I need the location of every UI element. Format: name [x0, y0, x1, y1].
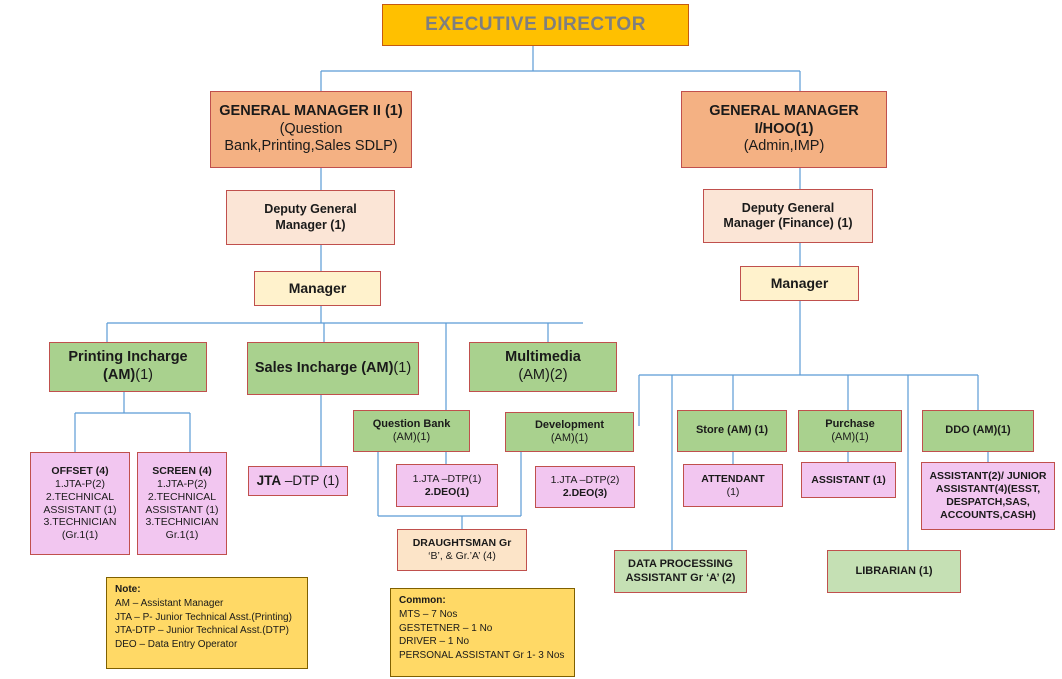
dev-staff-line2: 2.DEO(3) [562, 487, 608, 499]
ddo-staff-line3: DESPATCH,SAS, [946, 496, 1030, 508]
purchase-box: Purchase (AM)(1) [798, 410, 902, 452]
note-line: JTA-DTP – Junior Technical Asst.(DTP) [115, 625, 289, 637]
gm1-line2: I/HOO(1) [754, 120, 814, 137]
offset-line4: 3.TECHNICIAN [43, 516, 117, 529]
multimedia-line2: (AM)(2) [518, 367, 568, 383]
ddo-box: DDO (AM)(1) [922, 410, 1034, 452]
dgm-right-line1: Deputy General [741, 200, 835, 215]
screen-title: SCREEN (4) [152, 465, 212, 478]
common-line: DRIVER – 1 No [399, 636, 470, 648]
gm1-line3: (Admin,IMP) [743, 138, 825, 155]
offset-box: OFFSET (4) 1.JTA-P(2) 2.TECHNICAL ASSIST… [30, 452, 130, 555]
screen-box: SCREEN (4) 1.JTA-P(2) 2.TECHNICAL ASSIST… [137, 452, 227, 555]
question-bank-staff-box: 1.JTA –DTP(1) 2.DEO(1) [396, 464, 498, 507]
purchase-line2: (AM)(1) [831, 431, 869, 443]
dgm-left-line2: Manager (1) [275, 217, 346, 232]
offset-line2: 2.TECHNICAL [45, 490, 115, 503]
attendant-box: ATTENDANT (1) [683, 464, 783, 507]
screen-line1: 1.JTA-P(2) [157, 477, 207, 490]
manager-right-box: Manager [740, 266, 859, 301]
dgm-right-line2: Manager (Finance) (1) [723, 216, 853, 230]
attendant-line2: (1) [726, 485, 740, 498]
multimedia-box: Multimedia (AM)(2) [469, 342, 617, 392]
purchase-assistant-label: ASSISTANT (1) [811, 473, 886, 486]
sales-incharge-box: Sales Incharge (AM)(1) [247, 342, 419, 395]
ddo-staff-line4: ACCOUNTS,CASH) [940, 508, 1036, 521]
manager-left-label: Manager [288, 279, 347, 296]
screen-line3: ASSISTANT (1) [145, 503, 219, 516]
store-label: Store (AM) (1) [695, 424, 769, 437]
gm1-title: GENERAL MANAGER [709, 102, 859, 119]
qb-staff-line2: 2.DEO(1) [424, 485, 470, 498]
executive-director-box: EXECUTIVE DIRECTOR [382, 4, 689, 46]
draughtsman-line1: DRAUGHTSMAN Gr [412, 537, 512, 550]
screen-line5: Gr.1(1) [165, 529, 199, 542]
printing-incharge-line1: Printing Incharge [68, 349, 188, 366]
common-line: MTS – 7 Nos [399, 608, 458, 620]
development-box: Development (AM)(1) [505, 412, 634, 452]
attendant-line1: ATTENDANT [701, 472, 765, 485]
ddo-label: DDO (AM)(1) [945, 424, 1011, 437]
screen-line4: 3.TECHNICIAN [145, 516, 219, 529]
sales-incharge-label: Sales Incharge (AM)(1) [254, 359, 412, 376]
printing-incharge-line2: (AM)(1) [103, 367, 153, 383]
offset-title: OFFSET (4) [51, 465, 109, 478]
draughtsman-line2: ‘B’, & Gr.’A’ (4) [428, 550, 496, 562]
ddo-staff-line1: ASSISTANT(2)/ JUNIOR [929, 470, 1047, 483]
common-line: PERSONAL ASSISTANT Gr 1- 3 Nos [399, 650, 565, 662]
ddo-staff-box: ASSISTANT(2)/ JUNIOR ASSISTANT(4)(ESST, … [921, 462, 1055, 530]
dev-staff-line1: 1.JTA –DTP(2) [550, 474, 620, 487]
question-bank-box: Question Bank (AM)(1) [353, 410, 470, 452]
offset-line1: 1.JTA-P(2) [55, 477, 105, 490]
question-bank-line1: Question Bank [372, 417, 451, 430]
development-staff-box: 1.JTA –DTP(2) 2.DEO(3) [535, 466, 635, 508]
note-title: Note: [115, 584, 141, 595]
ddo-staff-line2: ASSISTANT(4)(ESST, [935, 483, 1041, 496]
purchase-line1: Purchase [825, 417, 875, 430]
general-manager-1-box: GENERAL MANAGER I/HOO(1) (Admin,IMP) [681, 91, 887, 168]
qb-staff-line1: 1.JTA –DTP(1) [412, 472, 482, 485]
offset-line5: (Gr.1(1) [61, 529, 99, 542]
dgm-left-line1: Deputy General [264, 202, 357, 217]
librarian-box: LIBRARIAN (1) [827, 550, 961, 593]
question-bank-line2: (AM)(1) [392, 431, 431, 443]
multimedia-line1: Multimedia [505, 349, 581, 366]
purchase-assistant-box: ASSISTANT (1) [801, 462, 896, 498]
deputy-gm-left-box: Deputy General Manager (1) [226, 190, 395, 245]
data-processing-line1: DATA PROCESSING [628, 558, 733, 571]
executive-director-label: EXECUTIVE DIRECTOR [425, 14, 646, 36]
general-manager-2-box: GENERAL MANAGER II (1) (Question Bank,Pr… [210, 91, 412, 168]
librarian-label: LIBRARIAN (1) [855, 564, 933, 577]
common-staff-box: Common: MTS – 7 Nos GESTETNER – 1 No DRI… [390, 588, 575, 677]
development-line2: (AM)(1) [550, 432, 589, 444]
note-line: JTA – P- Junior Technical Asst.(Printing… [115, 611, 292, 623]
store-box: Store (AM) (1) [677, 410, 787, 452]
jta-dtp-label: JTA –DTP (1) [256, 472, 340, 488]
gm2-line3: Bank,Printing,Sales SDLP) [224, 138, 398, 155]
deputy-gm-finance-box: Deputy General Manager (Finance) (1) [703, 189, 873, 243]
note-line: AM – Assistant Manager [115, 597, 224, 609]
screen-line2: 2.TECHNICAL [147, 490, 217, 503]
development-line1: Development [534, 418, 605, 431]
offset-line3: ASSISTANT (1) [43, 503, 117, 516]
gm2-title: GENERAL MANAGER II (1) [219, 102, 403, 119]
note-legend-box: Note: AM – Assistant Manager JTA – P- Ju… [106, 577, 308, 669]
printing-incharge-box: Printing Incharge (AM)(1) [49, 342, 207, 392]
data-processing-line2: ASSISTANT Gr ‘A’ (2) [625, 571, 736, 584]
gm2-line2: (Question [279, 120, 343, 137]
manager-right-label: Manager [770, 274, 829, 291]
note-line: DEO – Data Entry Operator [115, 639, 238, 651]
data-processing-box: DATA PROCESSING ASSISTANT Gr ‘A’ (2) [614, 550, 747, 593]
draughtsman-box: DRAUGHTSMAN Gr ‘B’, & Gr.’A’ (4) [397, 529, 527, 571]
manager-left-box: Manager [254, 271, 381, 306]
jta-dtp-box: JTA –DTP (1) [248, 466, 348, 496]
common-title: Common: [399, 595, 446, 606]
common-line: GESTETNER – 1 No [399, 622, 493, 634]
